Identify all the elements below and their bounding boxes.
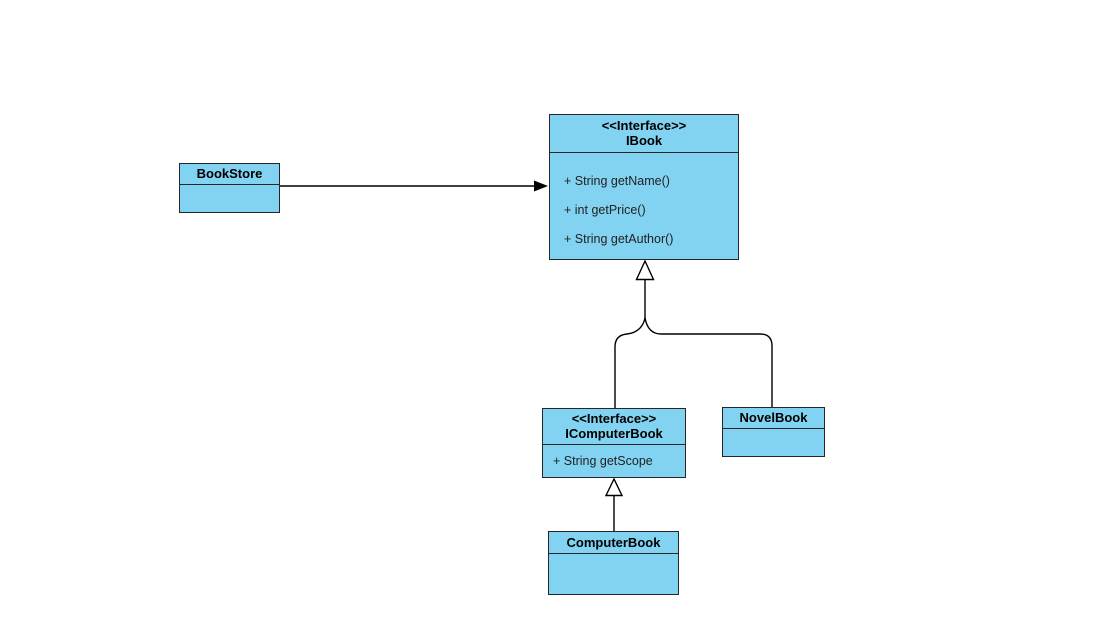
realization-line-novelbook-ibook[interactable] xyxy=(644,317,773,407)
interface-box-icomputerbook[interactable]: <<Interface>> IComputerBook + String get… xyxy=(542,408,686,478)
method-item: + int getPrice() xyxy=(564,202,646,217)
stereotype-label: <<Interface>> xyxy=(601,118,687,133)
class-body xyxy=(723,429,824,456)
hollow-triangle-icon-ibook xyxy=(635,259,655,281)
realization-line-icomputerbook-ibook[interactable] xyxy=(614,317,646,408)
method-item: + String getName() xyxy=(564,173,670,188)
association-arrowhead-icon xyxy=(534,180,548,192)
class-name: ComputerBook xyxy=(566,534,661,550)
stereotype-label: <<Interface>> xyxy=(571,411,657,426)
method-item: + String getScope xyxy=(553,454,653,468)
class-name: BookStore xyxy=(196,166,263,181)
interface-box-ibook[interactable]: <<Interface>> IBook + String getName() +… xyxy=(549,114,739,260)
method-item: + String getAuthor() xyxy=(564,231,674,246)
class-name: IBook xyxy=(625,133,663,148)
class-box-computerbook[interactable]: ComputerBook xyxy=(548,531,679,595)
hollow-triangle-icon-icomputerbook xyxy=(604,477,624,497)
class-body: + String getScope xyxy=(543,445,685,477)
class-box-novelbook[interactable]: NovelBook xyxy=(722,407,825,457)
class-header: BookStore xyxy=(180,164,279,185)
class-header: ComputerBook xyxy=(549,532,678,554)
class-header: <<Interface>> IBook xyxy=(550,115,738,153)
class-body xyxy=(180,185,279,212)
class-header: NovelBook xyxy=(723,408,824,429)
class-header: <<Interface>> IComputerBook xyxy=(543,409,685,445)
class-body xyxy=(549,554,678,594)
class-box-bookstore[interactable]: BookStore xyxy=(179,163,280,213)
class-body: + String getName() + int getPrice() + St… xyxy=(550,153,738,259)
class-name: NovelBook xyxy=(739,410,808,425)
class-name: IComputerBook xyxy=(565,426,663,441)
